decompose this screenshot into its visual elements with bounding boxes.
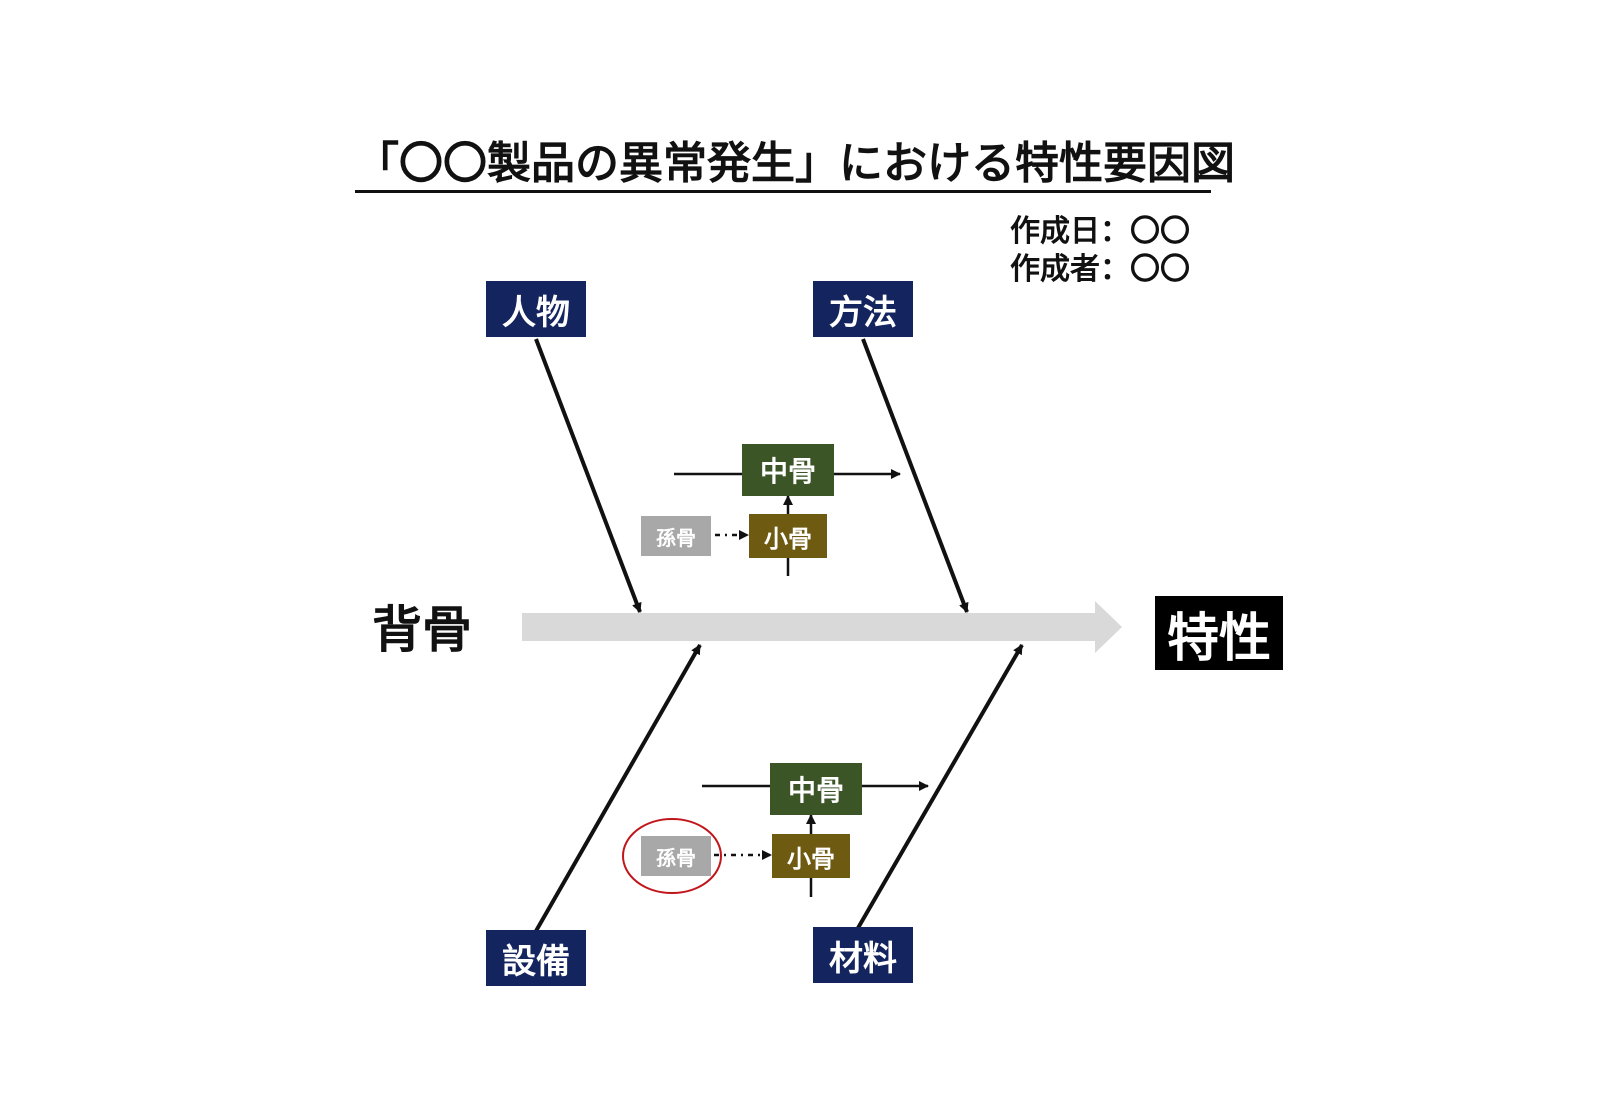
upper-small-bone: 小骨	[749, 514, 827, 558]
created-date: 作成日：〇〇	[1010, 214, 1190, 249]
bone-method	[861, 338, 969, 613]
lower-small-bone: 小骨	[772, 834, 850, 878]
upper-grand-bone: 孫骨	[641, 516, 711, 556]
spine-arrow	[522, 601, 1122, 653]
effect-box: 特性	[1155, 596, 1283, 670]
category-method: 方法	[813, 281, 913, 337]
category-equipment: 設備	[486, 930, 586, 986]
highlight-circle	[622, 818, 722, 894]
lower-grand-bone: 孫骨	[641, 836, 711, 876]
category-people: 人物	[486, 281, 586, 337]
diagram-title: 「〇〇製品の異常発生」における特性要因図	[355, 138, 1235, 193]
created-by: 作成者：〇〇	[1010, 252, 1190, 287]
lower-mid-bone: 中骨	[770, 763, 862, 815]
bone-people	[534, 338, 642, 613]
bone-material	[856, 643, 1024, 930]
upper-mid-bone: 中骨	[742, 444, 834, 496]
spine-label: 背骨	[372, 601, 472, 659]
bone-equipment	[534, 644, 702, 932]
category-material: 材料	[813, 927, 913, 983]
